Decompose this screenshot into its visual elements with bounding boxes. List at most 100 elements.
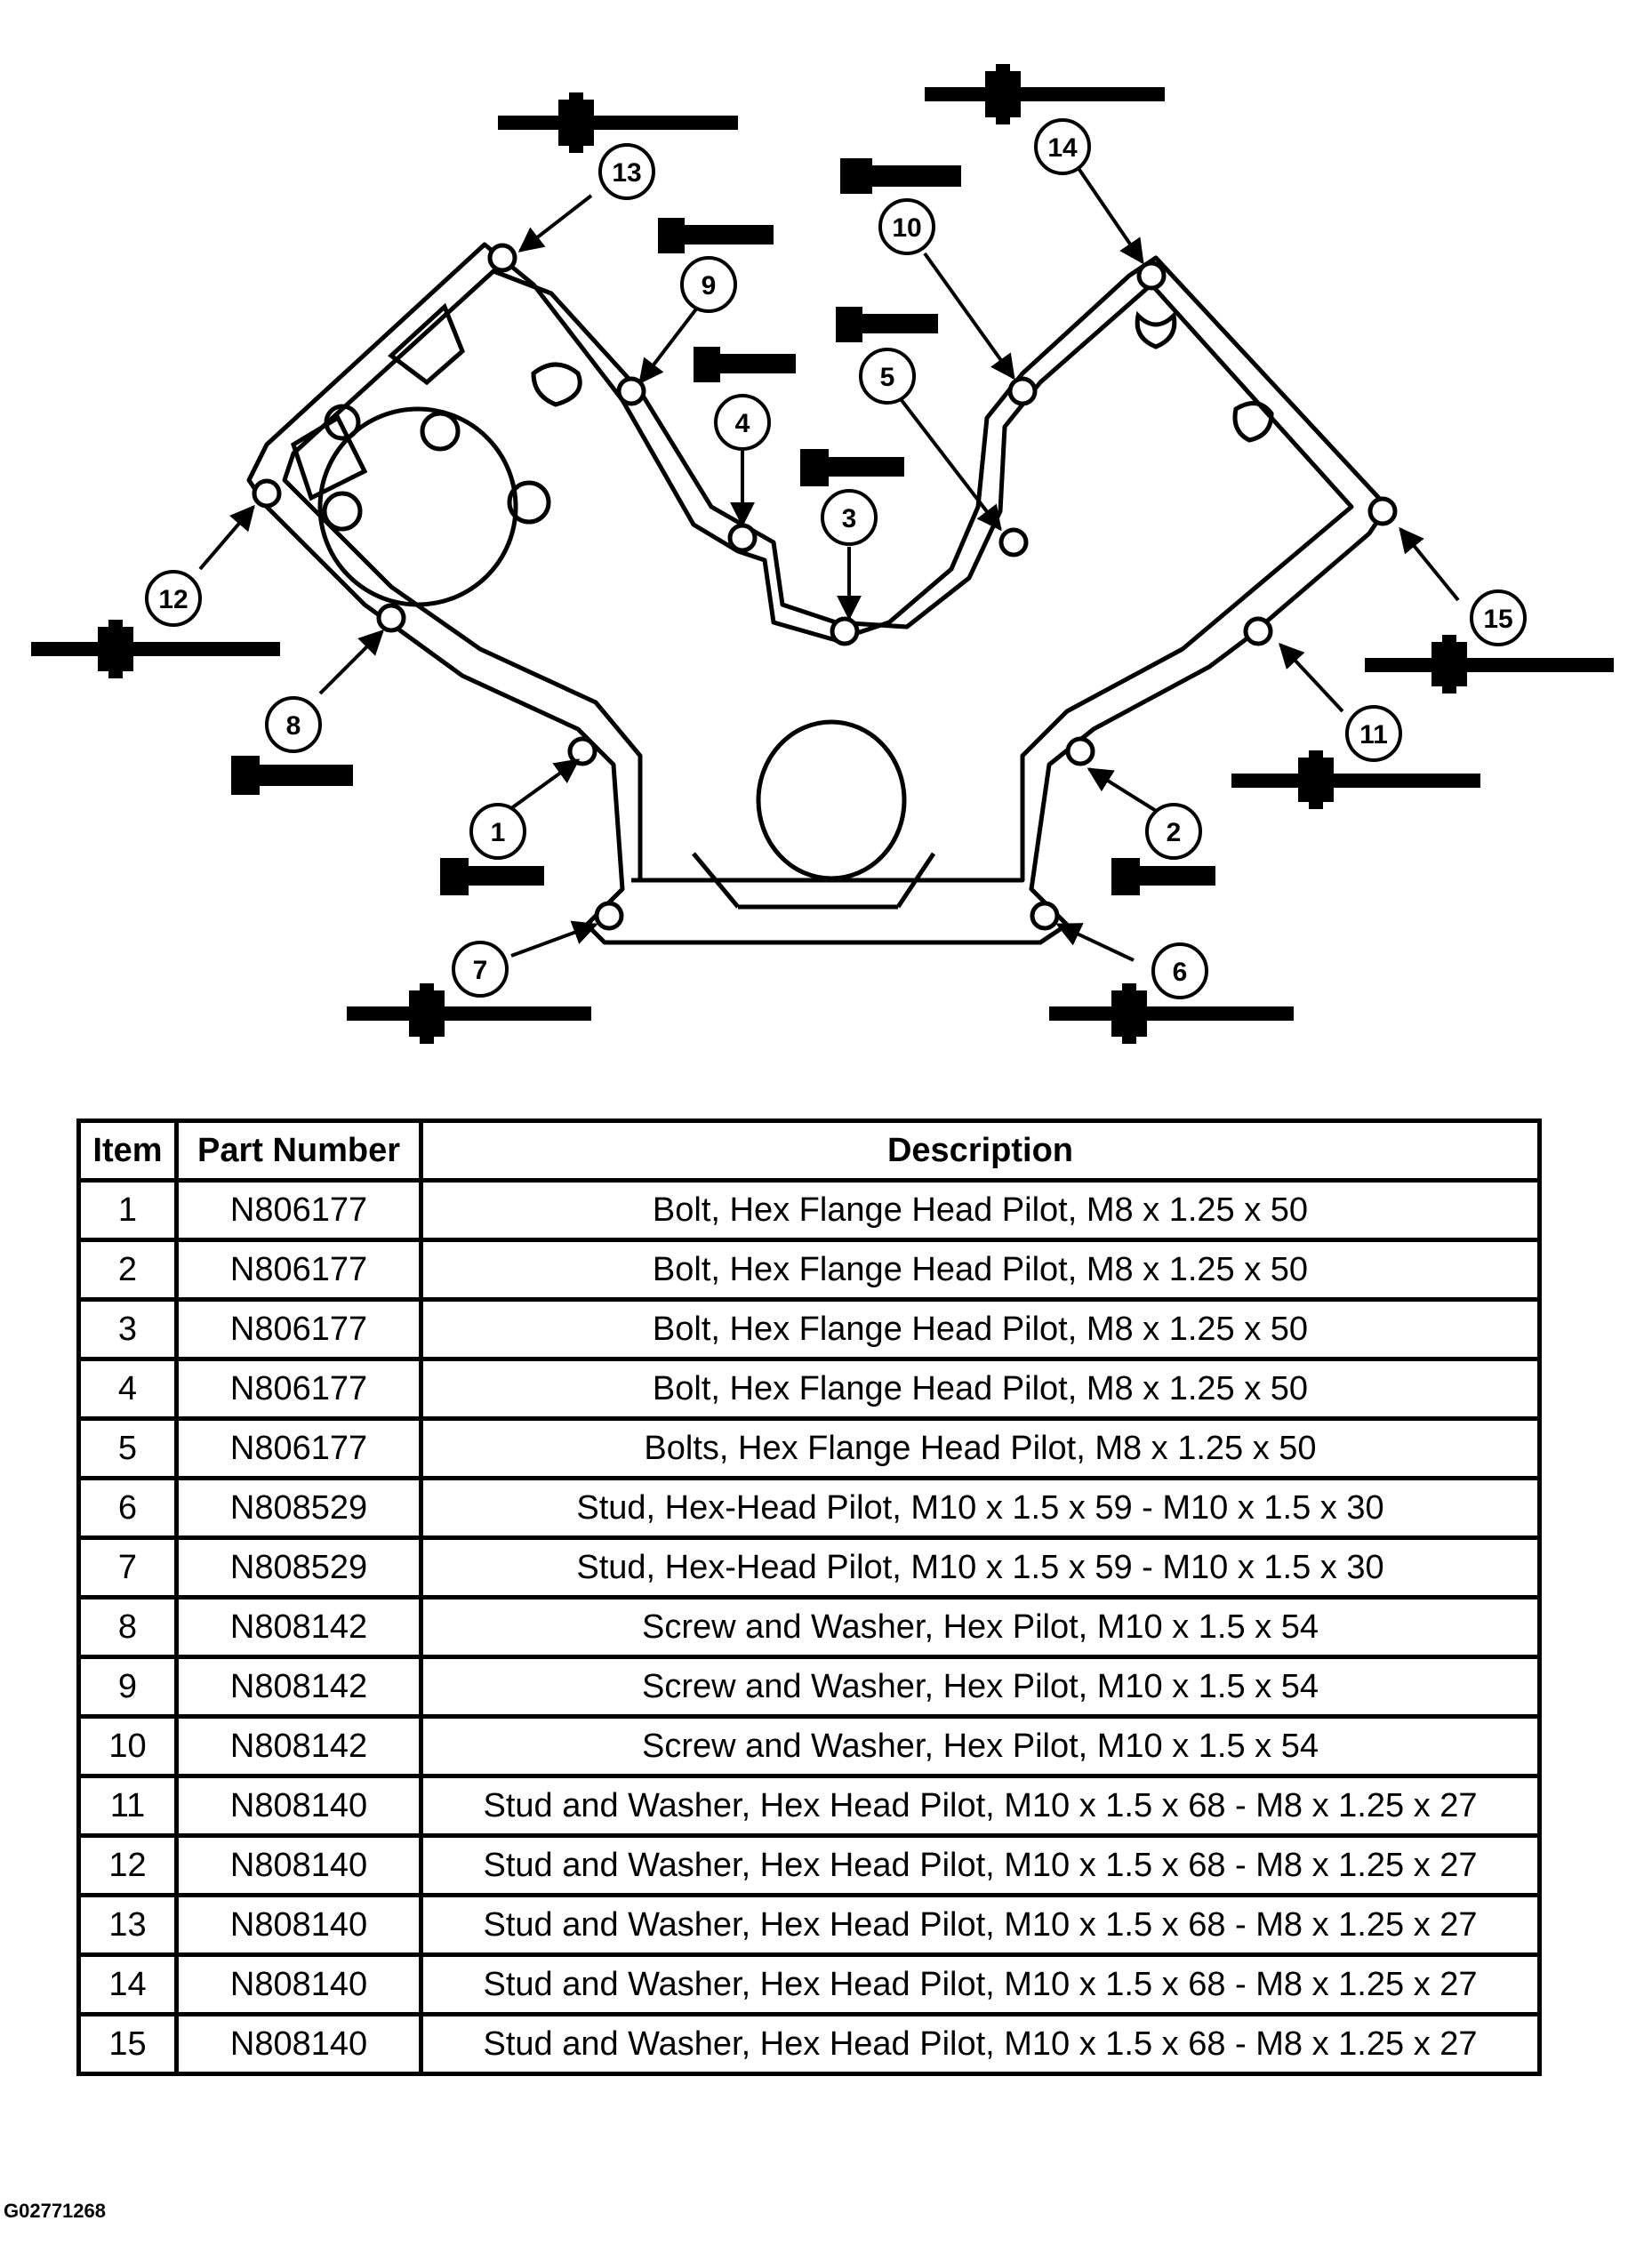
- callout-7: 7: [452, 941, 509, 998]
- description-cell: Bolt, Hex Flange Head Pilot, M8 x 1.25 x…: [419, 1238, 1542, 1302]
- bolt-1-icon: [440, 858, 544, 895]
- stud-6-icon: [1049, 983, 1294, 1044]
- bolt-10-icon: [840, 158, 961, 194]
- description-cell: Stud and Washer, Hex Head Pilot, M10 x 1…: [419, 1774, 1542, 1838]
- part-number-cell: N806177: [174, 1357, 423, 1421]
- part-number-cell: N806177: [174, 1416, 423, 1480]
- front-cover-outline: [246, 242, 1390, 945]
- stud-15-icon: [1365, 635, 1614, 694]
- part-number-cell: N808529: [174, 1535, 423, 1600]
- part-number-cell: N808140: [174, 1893, 423, 1957]
- callout-label: 11: [1359, 720, 1388, 750]
- description-cell: Stud, Hex-Head Pilot, M10 x 1.5 x 59 - M…: [419, 1476, 1542, 1540]
- column-header-item: Item: [76, 1118, 179, 1183]
- callout-11: 11: [1345, 705, 1402, 762]
- bolt-holes: [252, 243, 1398, 931]
- column-header-part-number: Part Number: [174, 1118, 423, 1183]
- column-header-description: Description: [419, 1118, 1542, 1183]
- callout-bubbles: 1 2 3 4 5 6 7 8 9 10 11 12 13 14 15: [145, 118, 1527, 999]
- engine-front-cover-diagram: 1 2 3 4 5 6 7 8 9 10 11 12 13 14 15: [31, 64, 1614, 1044]
- part-number-cell: N808140: [174, 1833, 423, 1897]
- callout-label: 1: [491, 818, 506, 847]
- item-cell: 14: [76, 1952, 179, 2016]
- fasteners: [31, 64, 1614, 1044]
- part-number-cell: N806177: [174, 1178, 423, 1242]
- callout-label: 6: [1173, 958, 1188, 987]
- bolt-8-icon: [231, 756, 353, 795]
- callout-label: 4: [735, 409, 750, 438]
- item-cell: 9: [76, 1655, 179, 1719]
- bolt-9-icon: [658, 218, 774, 253]
- callout-15: 15: [1470, 589, 1527, 646]
- callout-6: 6: [1151, 942, 1208, 999]
- callout-4: 4: [714, 394, 771, 451]
- callout-1: 1: [469, 803, 526, 860]
- item-cell: 4: [76, 1357, 179, 1421]
- callout-label: 3: [842, 504, 857, 533]
- description-cell: Stud and Washer, Hex Head Pilot, M10 x 1…: [419, 1952, 1542, 2016]
- callout-label: 14: [1047, 133, 1078, 163]
- description-cell: Bolt, Hex Flange Head Pilot, M8 x 1.25 x…: [419, 1178, 1542, 1242]
- description-cell: Bolt, Hex Flange Head Pilot, M8 x 1.25 x…: [419, 1357, 1542, 1421]
- stud-13-icon: [498, 92, 738, 153]
- item-cell: 1: [76, 1178, 179, 1242]
- part-number-cell: N808140: [174, 2012, 423, 2076]
- part-number-cell: N808140: [174, 1774, 423, 1838]
- callout-2: 2: [1145, 803, 1202, 860]
- part-number-cell: N808142: [174, 1595, 423, 1659]
- description-cell: Stud and Washer, Hex Head Pilot, M10 x 1…: [419, 2012, 1542, 2076]
- callout-label: 10: [892, 213, 921, 243]
- part-number-cell: N808529: [174, 1476, 423, 1540]
- description-cell: Stud and Washer, Hex Head Pilot, M10 x 1…: [419, 1893, 1542, 1957]
- item-cell: 11: [76, 1774, 179, 1838]
- description-cell: Stud, Hex-Head Pilot, M10 x 1.5 x 59 - M…: [419, 1535, 1542, 1600]
- item-cell: 15: [76, 2012, 179, 2076]
- callout-label: 8: [286, 711, 301, 741]
- callout-14: 14: [1034, 118, 1091, 175]
- description-cell: Bolts, Hex Flange Head Pilot, M8 x 1.25 …: [419, 1416, 1542, 1480]
- item-cell: 8: [76, 1595, 179, 1659]
- callout-13: 13: [598, 143, 655, 200]
- description-cell: Bolt, Hex Flange Head Pilot, M8 x 1.25 x…: [419, 1297, 1542, 1361]
- cover-openings: [290, 302, 1274, 881]
- item-cell: 3: [76, 1297, 179, 1361]
- item-cell: 6: [76, 1476, 179, 1540]
- callout-leaders: [198, 163, 1460, 962]
- stud-12-icon: [31, 620, 280, 678]
- description-cell: Screw and Washer, Hex Pilot, M10 x 1.5 x…: [419, 1595, 1542, 1659]
- callout-label: 13: [612, 158, 641, 188]
- callout-9: 9: [680, 256, 737, 313]
- callout-5: 5: [859, 348, 916, 405]
- item-cell: 5: [76, 1416, 179, 1480]
- table-header-row: Item Part Number Description: [76, 1118, 1542, 1183]
- callout-10: 10: [878, 198, 935, 255]
- part-number-cell: N808142: [174, 1655, 423, 1719]
- callout-12: 12: [145, 570, 202, 627]
- part-number-cell: N806177: [174, 1297, 423, 1361]
- item-cell: 10: [76, 1714, 179, 1778]
- part-number-cell: N808140: [174, 1952, 423, 2016]
- item-cell: 13: [76, 1893, 179, 1957]
- item-cell: 2: [76, 1238, 179, 1302]
- part-number-cell: N806177: [174, 1238, 423, 1302]
- description-cell: Screw and Washer, Hex Pilot, M10 x 1.5 x…: [419, 1655, 1542, 1719]
- item-cell: 7: [76, 1535, 179, 1600]
- part-number-cell: N808142: [174, 1714, 423, 1778]
- callout-label: 2: [1167, 818, 1182, 847]
- description-cell: Stud and Washer, Hex Head Pilot, M10 x 1…: [419, 1833, 1542, 1897]
- stud-14-icon: [925, 64, 1165, 124]
- description-cell: Screw and Washer, Hex Pilot, M10 x 1.5 x…: [419, 1714, 1542, 1778]
